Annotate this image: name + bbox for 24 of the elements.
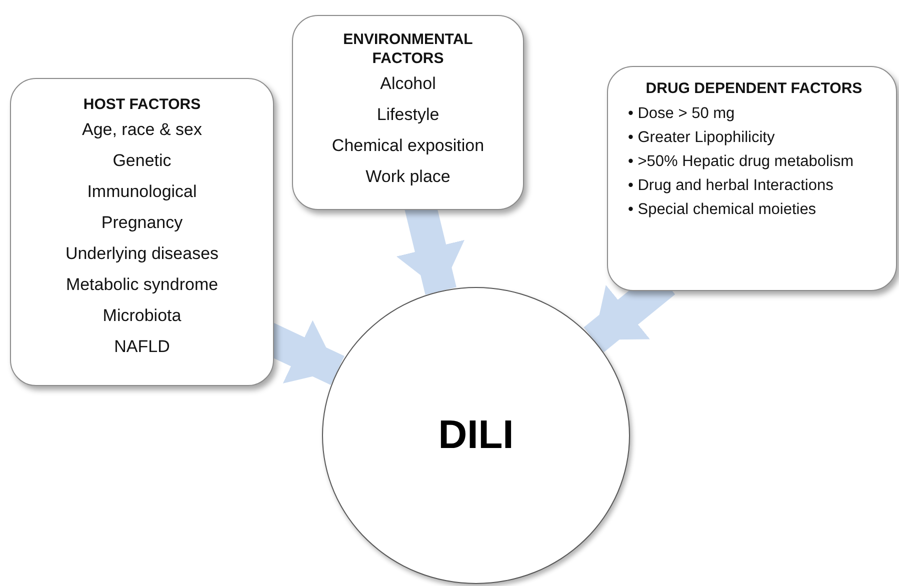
factor-item: • Dose > 50 mg [628, 104, 736, 123]
circle-label: DILI [438, 413, 514, 458]
factor-item: NAFLD [113, 337, 171, 357]
factor-item: Work place [364, 167, 452, 187]
factor-item: Age, race & sex [80, 120, 203, 140]
factor-item: Metabolic syndrome [64, 275, 220, 295]
box-heading: HOST FACTORS [82, 95, 202, 114]
factor-item: Lifestyle [376, 105, 440, 125]
factor-item: Immunological [86, 182, 198, 202]
factor-item: • Drug and herbal Interactions [628, 176, 834, 195]
factor-item: Genetic [112, 151, 172, 171]
factor-box [10, 78, 274, 386]
factor-item: • >50% Hepatic drug metabolism [628, 152, 855, 171]
factor-item: Pregnancy [100, 213, 184, 233]
factor-item: • Special chemical moieties [628, 200, 818, 219]
factor-item: Alcohol [379, 74, 437, 94]
factor-item: Underlying diseases [64, 244, 220, 264]
factor-item: Chemical exposition [330, 136, 486, 156]
factor-item: • Greater Lipophilicity [628, 128, 776, 147]
factor-box [607, 66, 897, 291]
factor-item: Microbiota [102, 306, 182, 326]
box-heading: ENVIRONMENTAL FACTORS [342, 30, 474, 68]
box-heading: DRUG DEPENDENT FACTORS [644, 79, 864, 98]
factor-box [292, 15, 524, 210]
